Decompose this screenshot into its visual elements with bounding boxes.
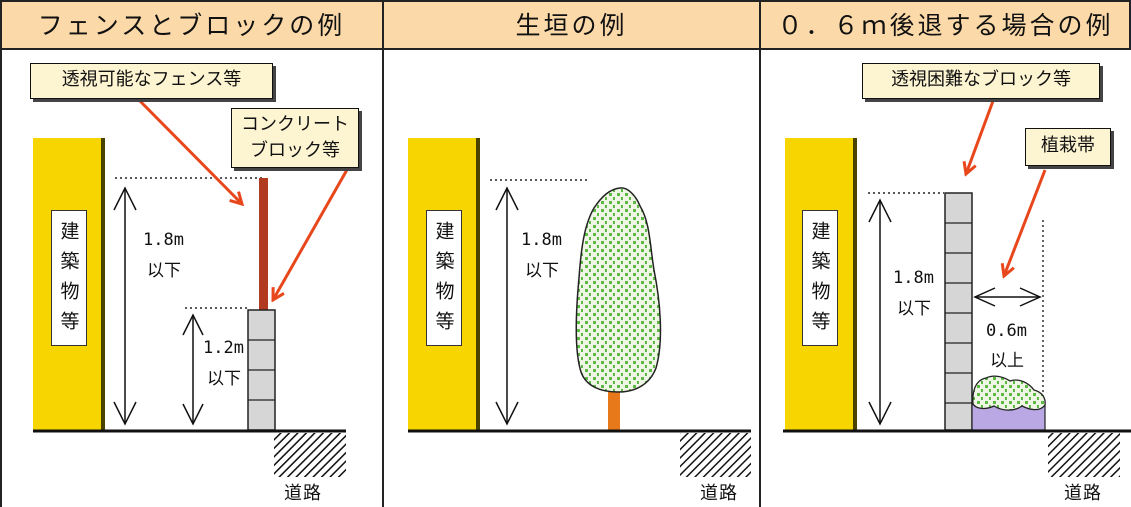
building-label-3: 建築物等 <box>802 210 838 346</box>
road-label-2: 道路 <box>700 483 738 504</box>
height-total-value-1: 1.8m <box>143 230 184 250</box>
title-setback: ０．６ｍ後退する場合の例 <box>777 11 1114 40</box>
height-arrow-total-2 <box>495 186 519 426</box>
tree-trunk <box>608 388 620 431</box>
concrete-block-1 <box>247 309 276 431</box>
height-arrow-total-1 <box>113 186 137 426</box>
red-arrow-fence <box>138 99 242 204</box>
height-block-value: 1.2m <box>203 338 244 358</box>
building-3-edge <box>853 138 857 430</box>
building-label-2: 建築物等 <box>426 210 462 346</box>
road-hatch-3 <box>1048 433 1120 477</box>
building-1-edge <box>101 138 105 430</box>
setback-distance-qualifier: 以上 <box>990 351 1024 371</box>
road-hatch-1 <box>274 433 346 477</box>
planting-bush <box>972 375 1046 411</box>
header-bar <box>0 0 1131 50</box>
callout-concrete-block-line1: コンクリート <box>241 114 349 135</box>
building-label-1: 建築物等 <box>51 210 87 346</box>
fence-pole <box>259 178 268 310</box>
hedge-foliage <box>575 187 662 393</box>
road-label-1: 道路 <box>284 483 322 504</box>
height-total-qualifier-1: 以下 <box>147 261 181 281</box>
callout-concrete-block-line2: ブロック等 <box>250 140 340 161</box>
height-total-qualifier-3: 以下 <box>897 299 931 319</box>
callout-concrete-block: コンクリート ブロック等 <box>231 108 359 168</box>
callout-opaque-block: 透視困難なブロック等 <box>862 63 1100 99</box>
building-2-edge <box>476 138 480 430</box>
red-arrow-planting <box>1004 169 1047 276</box>
title-fence-block: フェンスとブロックの例 <box>37 11 346 40</box>
height-total-qualifier-2: 以下 <box>525 261 559 281</box>
height-arrow-block-1 <box>182 313 204 426</box>
setback-arrow <box>973 287 1042 307</box>
height-total-value-2: 1.8m <box>521 230 562 250</box>
callout-transparent-fence: 透視可能なフェンス等 <box>30 63 273 99</box>
red-arrow-block-1 <box>273 167 350 300</box>
opaque-block-wall <box>944 192 973 431</box>
title-hedge: 生垣の例 <box>515 11 628 40</box>
height-total-value-3: 1.8m <box>893 268 934 288</box>
setback-distance-value: 0.6m <box>986 321 1027 341</box>
callout-planting-strip: 植栽帯 <box>1025 128 1111 166</box>
red-arrow-block-3 <box>966 100 995 174</box>
height-arrow-total-3 <box>868 198 892 426</box>
road-hatch-2 <box>680 433 751 477</box>
height-block-qualifier: 以下 <box>207 369 241 389</box>
road-label-3: 道路 <box>1064 483 1102 504</box>
